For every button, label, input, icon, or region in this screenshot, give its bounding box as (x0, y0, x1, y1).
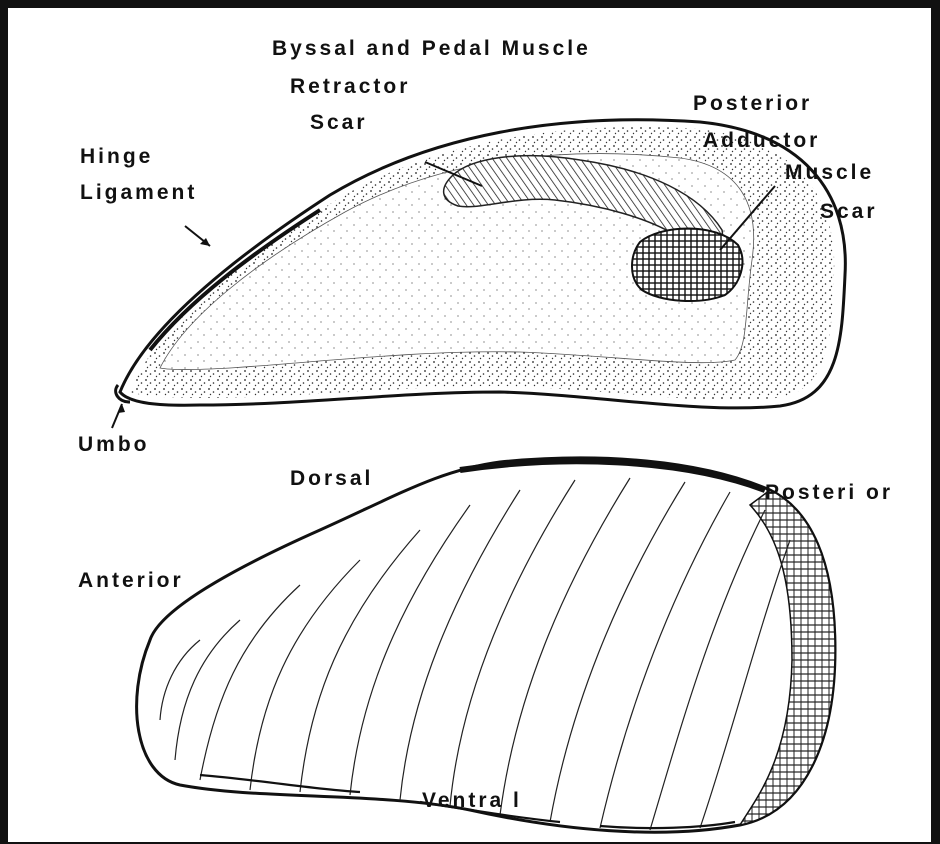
label-posterior-adductor-line3: Muscle (785, 160, 874, 186)
label-dorsal: Dorsal (290, 466, 373, 492)
label-byssal-line2: Retractor (290, 74, 410, 100)
label-anterior: Anterior (78, 568, 184, 594)
label-posterior-adductor-line1: Posterior (693, 91, 812, 117)
label-byssal-line3: Scar (310, 110, 368, 136)
label-byssal-line1: Byssal and Pedal Muscle (272, 36, 591, 62)
label-umbo: Umbo (78, 432, 150, 458)
label-ventral: Ventra l (422, 788, 522, 814)
shell-exterior-outline (137, 458, 835, 832)
label-hinge-line1: Hinge (80, 144, 153, 170)
shell-exterior-view (137, 458, 835, 832)
posterior-adductor-scar (632, 229, 742, 302)
label-hinge-line2: Ligament (80, 180, 197, 206)
shell-interior-view (112, 120, 845, 428)
label-posterior-adductor-line2: Adductor (703, 128, 820, 154)
label-posterior-adductor-line4: Scar (820, 199, 878, 225)
label-posterior: Posteri or (765, 480, 893, 506)
